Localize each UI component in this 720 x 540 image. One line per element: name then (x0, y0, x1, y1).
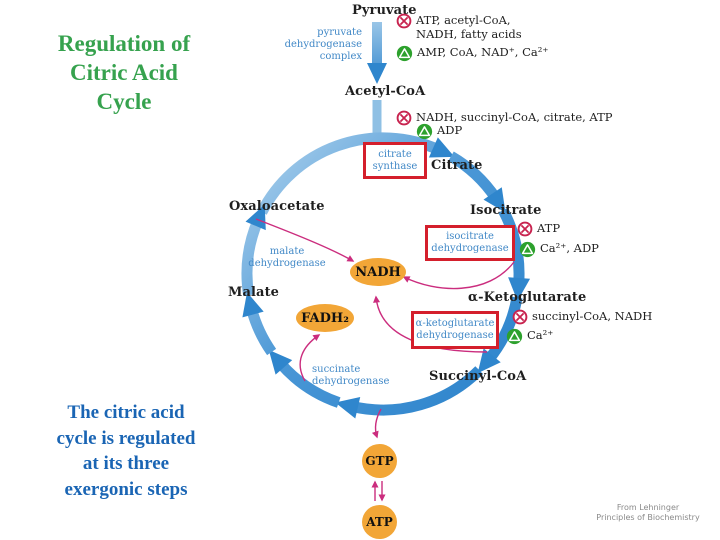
isocitrate-label: Isocitrate (470, 203, 542, 218)
succinyl-coa-label: Succinyl-CoA (429, 369, 527, 384)
succinate-dh-to-fadh2-arrow (299, 334, 321, 382)
cs-inhibitors: NADH, succinyl-CoA, citrate, ATP (396, 110, 613, 126)
idh-inhibitors: ATP (517, 221, 560, 237)
citrate-synthase-box: citrate synthase (363, 142, 427, 179)
inhibitor-icon (517, 221, 533, 237)
activator-icon (416, 123, 433, 140)
inhibitor-icon (396, 110, 412, 126)
cs-inhibitors-text: NADH, succinyl-CoA, citrate, ATP (416, 110, 613, 124)
succinylcoa-to-gtp-arrow (371, 408, 382, 439)
alpha-ketoglutarate-label: α-Ketoglutarate (468, 290, 587, 305)
kgdh-activators: Ca²⁺ (506, 328, 553, 345)
kgdh-activators-text: Ca²⁺ (527, 328, 554, 342)
fadh2-badge: FADH₂ (296, 304, 354, 332)
isocitrate-dh-to-nadh-arrow (402, 261, 515, 290)
akg-dehydrogenase-box: α-ketoglutarate dehydrogenase (411, 311, 499, 349)
succinate-dehydrogenase-label: succinate dehydrogenase (312, 364, 390, 387)
pdh-activators: AMP, CoA, NAD⁺, Ca²⁺ (396, 45, 548, 62)
nadh-label: NADH (355, 264, 401, 280)
product-arrows (255, 218, 515, 502)
activator-icon (519, 241, 536, 258)
slide-caption: The citric acid cycle is regulated at it… (56, 402, 196, 500)
oxaloacetate-label: Oxaloacetate (229, 199, 325, 214)
acetyl-coa-label: Acetyl-CoA (345, 84, 426, 99)
akg-dh-to-nadh-arrow (373, 295, 488, 353)
pdh-activators-text: AMP, CoA, NAD⁺, Ca²⁺ (417, 45, 549, 59)
slide-title: Regulation of Citric Acid Cycle (57, 31, 191, 114)
fadh2-label: FADH₂ (301, 310, 349, 326)
citric-acid-cycle-arrow (241, 132, 531, 419)
inhibitor-icon (512, 309, 528, 325)
atp-badge: ATP (362, 505, 397, 539)
malate-dehydrogenase-label: malate dehydrogenase (248, 246, 326, 269)
activator-icon (506, 328, 523, 345)
activator-icon (396, 45, 413, 62)
kgdh-inhibitors-text: succinyl-CoA, NADH (532, 309, 653, 323)
idh-inhibitors-text: ATP (537, 221, 561, 235)
inhibitor-icon (396, 13, 412, 29)
gtp-badge: GTP (362, 444, 397, 478)
pdh-inhibitors: ATP, acetyl-CoA, NADH, fatty acids (396, 13, 522, 42)
atp-label: ATP (366, 515, 393, 529)
malate-label: Malate (228, 285, 280, 300)
kgdh-inhibitors: succinyl-CoA, NADH (512, 309, 652, 325)
nadh-badge: NADH (350, 258, 406, 286)
isocitrate-dehydrogenase-label: isocitrate dehydrogenase (431, 231, 509, 254)
idh-activators: Ca²⁺, ADP (519, 241, 599, 258)
gtp-label: GTP (365, 454, 394, 468)
idh-activators-text: Ca²⁺, ADP (540, 241, 599, 255)
akg-dehydrogenase-label: α-ketoglutarate dehydrogenase (415, 318, 495, 341)
attribution: From Lehninger Principles of Biochemistr… (596, 503, 700, 523)
pdh-inhibitors-text: ATP, acetyl-CoA, NADH, fatty acids (416, 13, 522, 41)
isocitrate-dehydrogenase-box: isocitrate dehydrogenase (425, 225, 515, 261)
citrate-synthase-label: citrate synthase (372, 148, 418, 172)
cs-activators-text: ADP (437, 123, 463, 137)
malate-dh-to-nadh-arrow (255, 218, 355, 262)
citrate-label: Citrate (431, 158, 483, 173)
cs-activators: ADP (416, 123, 462, 140)
pyruvate-dehydrogenase-label: pyruvate dehydrogenase complex (284, 27, 362, 62)
pyruvate-label: Pyruvate (352, 3, 417, 18)
